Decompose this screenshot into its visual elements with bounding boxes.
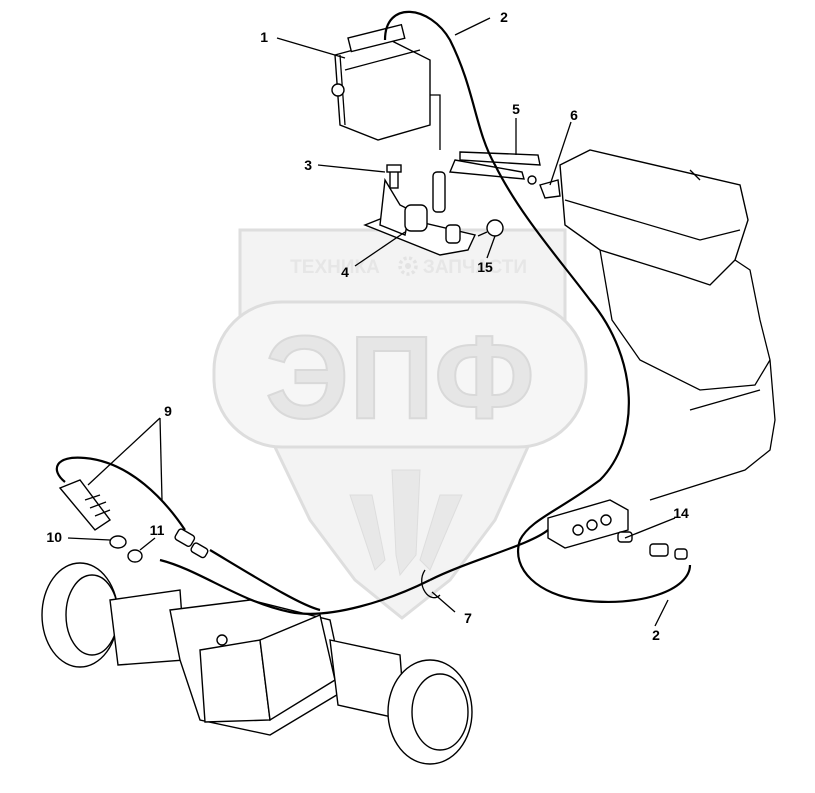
drive-axle xyxy=(41,562,473,765)
callout-11: 11 xyxy=(150,522,165,538)
callout-6: 6 xyxy=(570,107,578,123)
watermark-band xyxy=(212,300,588,449)
callout-4: 4 xyxy=(341,264,349,280)
callout-7: 7 xyxy=(464,610,472,626)
wheat-icon xyxy=(349,469,463,577)
gear-icon xyxy=(398,256,418,276)
callout-3: 3 xyxy=(304,157,312,173)
callout-2-bottom: 2 xyxy=(652,627,660,643)
callout-9: 9 xyxy=(164,403,172,419)
callout-5: 5 xyxy=(512,101,520,117)
wiring xyxy=(55,10,692,615)
leader-lines xyxy=(67,17,676,627)
callout-15: 15 xyxy=(477,259,493,275)
control-unit xyxy=(331,23,441,150)
callout-2-top: 2 xyxy=(500,9,508,25)
mounting-plate xyxy=(363,177,476,256)
watermark-text-left: ТЕХНИКА xyxy=(290,257,380,278)
speed-sensor xyxy=(58,479,209,563)
clamp-6 xyxy=(527,175,561,199)
watermark-text-right: ЗАПЧАСТИ xyxy=(423,257,527,278)
watermark: ТЕХНИКА ЗАПЧАСТИ ЭПФ xyxy=(212,228,588,620)
callout-labels: 1 2 3 4 5 6 15 9 10 11 14 7 2 xyxy=(46,9,689,643)
bolt-3 xyxy=(386,164,402,189)
callout-10: 10 xyxy=(46,529,62,545)
callout-14: 14 xyxy=(673,505,689,521)
lever-bracket xyxy=(432,151,541,213)
callout-1: 1 xyxy=(260,29,268,45)
connector-block xyxy=(547,499,688,560)
cab-seat xyxy=(559,149,776,501)
watermark-main-text: ЭПФ xyxy=(265,312,534,444)
